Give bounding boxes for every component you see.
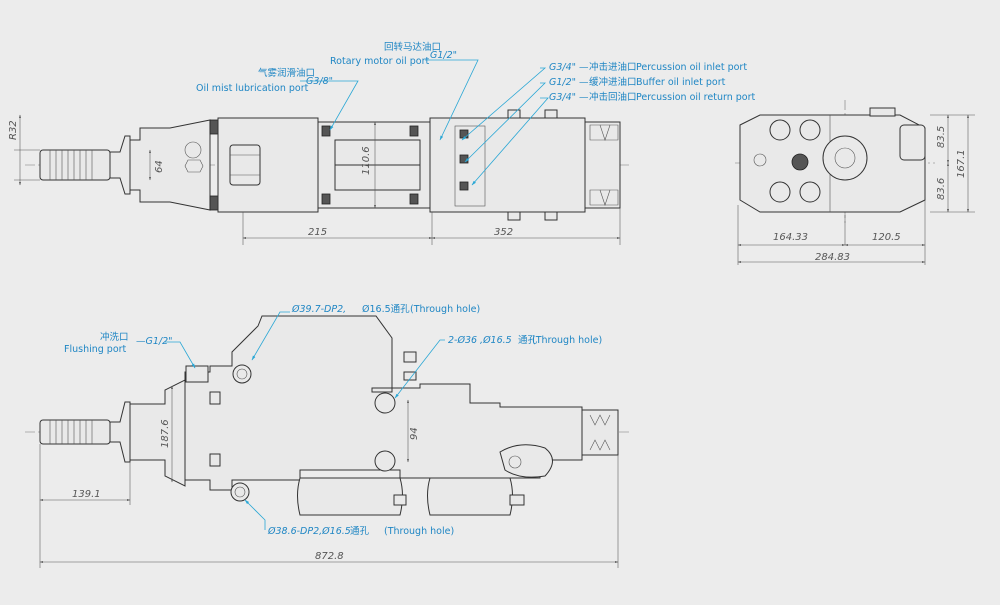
dim-352: 352 — [494, 227, 513, 238]
dimension-lines — [14, 114, 975, 568]
leader-lines — [165, 59, 549, 530]
end-view — [735, 100, 935, 225]
hole-mid-spec: 2-Ø36 ,Ø16.5 — [448, 335, 512, 346]
hole-top-en: (Through hole) — [410, 304, 480, 315]
perc-return-size: G3/4" — — [549, 92, 589, 103]
dim-94: 94 — [409, 427, 420, 440]
perc-inlet-cn: 冲击进油口 — [589, 61, 637, 73]
hole-bottom-en: (Through hole) — [384, 526, 454, 537]
buffer-inlet-en: Buffer oil inlet port — [636, 77, 726, 88]
dim-64: 64 — [154, 160, 165, 173]
hole-top-cn: Ø16.5通孔 — [362, 304, 410, 315]
dim-r32: R32 — [8, 120, 19, 140]
buffer-inlet-cn: 缓冲进油口 — [589, 76, 637, 88]
top-view — [25, 109, 630, 221]
dim-187-6: 187.6 — [160, 419, 171, 448]
dim-215: 215 — [308, 227, 327, 238]
flushing-port-size: —G1/2" — [136, 336, 173, 347]
lower-mount-hole — [230, 482, 250, 502]
side-motor-left — [297, 477, 403, 516]
dim-83-5: 83.5 — [936, 126, 947, 148]
top-front-head — [129, 119, 211, 211]
perc-return-cn: 冲击回油口 — [589, 91, 637, 103]
top-shank — [39, 135, 131, 195]
side-front-head — [129, 379, 186, 487]
dim-83-6: 83.6 — [936, 178, 947, 200]
side-handle-lug — [499, 444, 553, 478]
flushing-port-fitting — [185, 365, 209, 383]
oilmist-port-en: Oil mist lubrication port — [196, 83, 309, 94]
top-rear-cylinder — [217, 117, 319, 213]
dim-139-1: 139.1 — [72, 489, 101, 500]
flushing-port-cn: 冲洗口 — [100, 331, 129, 343]
hole-bottom-cn: 通孔 — [350, 526, 370, 537]
buffer-inlet-size: G1/2" — — [549, 77, 589, 88]
perc-inlet-en: Percussion oil inlet port — [636, 62, 747, 73]
dim-167-1: 167.1 — [956, 149, 967, 178]
hole-mid-cn: 通孔 — [518, 335, 538, 346]
side-motor-right — [427, 477, 513, 516]
rotary-port-cn: 回转马达油口 — [384, 41, 441, 53]
rotary-port-size: G1/2" — [430, 50, 457, 61]
oilmist-port-cn: 气雾润滑油口 — [258, 67, 315, 79]
mid-mount-hole-1 — [374, 392, 396, 414]
dim-110-6: 110.6 — [361, 146, 372, 175]
dim-120-5: 120.5 — [872, 232, 901, 243]
side-view — [25, 315, 630, 516]
perc-inlet-size: G3/4" — — [549, 62, 589, 73]
upper-mount-hole — [232, 364, 252, 384]
side-shank — [39, 401, 131, 463]
dim-284-83: 284.83 — [815, 252, 850, 263]
mid-mount-hole-2 — [374, 450, 396, 472]
hole-mid-en: (Through hole) — [532, 335, 602, 346]
perc-return-en: Percussion oil return port — [636, 92, 755, 103]
hole-top-spec: Ø39.7-DP2, — [291, 304, 346, 315]
side-rear-cap — [581, 409, 619, 456]
rotary-port-en: Rotary motor oil port — [330, 56, 429, 67]
top-rear-section — [429, 117, 586, 213]
hole-bottom-spec: Ø38.6-DP2,Ø16.5 — [267, 526, 351, 537]
dim-872-8: 872.8 — [315, 551, 344, 562]
dim-164-33: 164.33 — [773, 232, 808, 243]
flushing-port-en: Flushing port — [64, 344, 127, 355]
oilmist-port-size: G3/8" — [306, 76, 333, 87]
